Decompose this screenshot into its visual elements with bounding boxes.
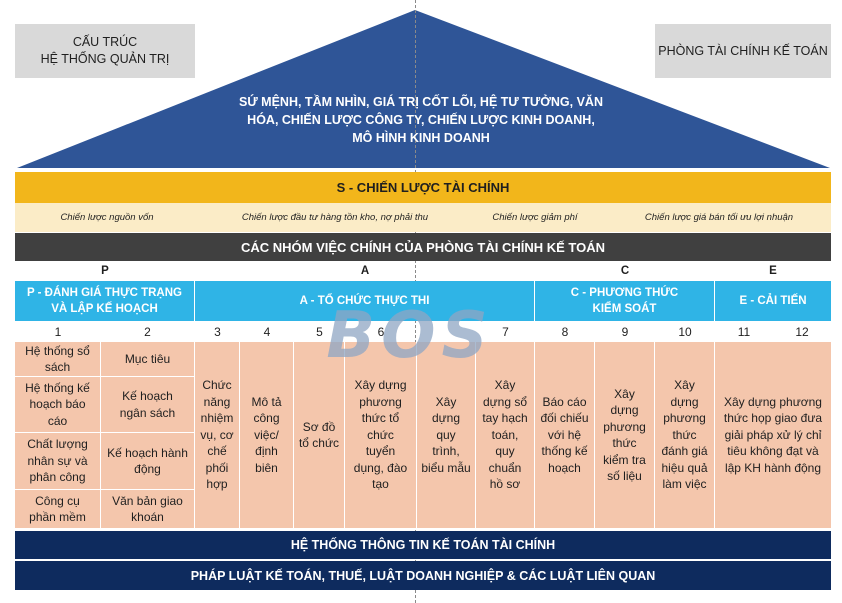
task-cell: Công cụ phần mềm [15,490,100,528]
legal-foundation-band: PHÁP LUẬT KẾ TOÁN, THUẾ, LUẬT DOANH NGHI… [15,561,831,590]
task-cell: Xây dựng phương thức kiểm tra số liệu [595,342,654,528]
task-cell: Văn bản giao khoán [101,490,194,528]
task-cell: Chức năng nhiệm vụ, cơ chế phối hợp [195,342,239,528]
task-cell: Xây dựng phương thức họp giao đưa giải p… [715,342,831,528]
letter-a: A [360,265,370,277]
roof-shape [17,10,830,168]
category-plan: P - ĐÁNH GIÁ THỰC TRẠNG VÀ LẬP KẾ HOẠCH [15,281,194,321]
finance-department-box: PHÒNG TÀI CHÍNH KẾ TOÁN [655,24,831,78]
letter-c: C [620,265,630,277]
bos-watermark-logo: BOS [326,299,494,373]
task-cell: Chất lượng nhân sự và phân công [15,433,100,489]
column-number: 9 [621,325,629,339]
work-groups-title: CÁC NHÓM VIỆC CHÍNH CỦA PHÒNG TÀI CHÍNH … [15,233,831,261]
task-cell: Báo cáo đối chiếu với hệ thống kế hoạch [535,342,594,528]
category-execute: A - TỔ CHỨC THỰC THI [195,281,534,321]
accounting-info-system-band: HỆ THỐNG THÔNG TIN KẾ TOÁN TÀI CHÍNH [15,531,831,559]
strategy-item: Chiến lược giá bán tối ưu lợi nhuận [644,212,794,223]
task-cell: Sơ đồ tổ chức [294,342,344,528]
column-number: 5 [316,325,323,339]
column-number: 1 [54,325,62,339]
category-control: C - PHƯƠNG THỨC KIỂM SOÁT [535,281,714,321]
column-number: 11 [737,325,751,339]
strategy-item: Chiến lược nguồn vốn [60,212,154,223]
strategy-items-band [15,203,831,232]
task-cell: Xây dựng sổ tay hạch toán, quy chuẩn hồ … [476,342,534,528]
task-cell: Xây dựng phương thức đánh giá hiệu quả l… [655,342,714,528]
task-cell: Hệ thống kế hoạch báo cáo [15,377,100,432]
letter-p: P [101,265,109,277]
task-cell: Kế hoạch ngân sách [101,377,194,432]
column-number: 12 [795,325,809,339]
column-number: 10 [678,325,692,339]
task-cell: Mục tiêu [101,342,194,376]
column-number: 4 [263,325,271,339]
column-number: 6 [377,325,385,339]
column-number: 2 [144,325,151,339]
strategy-item: Chiến lược giảm phí [492,212,578,223]
task-cell: Xây dựng phương thức tổ chức tuyển dụng,… [345,342,416,528]
task-cell: Xây dựng quy trình, biểu mẫu [417,342,475,528]
task-cell: Mô tả công việc/ định biên [240,342,293,528]
task-cell: Hệ thống sổ sách [15,342,100,376]
roof-text: SỨ MỆNH, TẦM NHÌN, GIÁ TRỊ CỐT LÕI, HỆ T… [239,95,603,145]
column-number: 8 [561,325,569,339]
governance-structure-box: CẤU TRÚC HỆ THỐNG QUẢN TRỊ [15,24,195,78]
task-cell: Kế hoạch hành động [101,433,194,489]
column-number: 7 [502,325,509,339]
strategy-item: Chiến lược đầu tư hàng tồn kho, nợ phải … [241,212,429,223]
strategy-title: S - CHIẾN LƯỢC TÀI CHÍNH [15,172,831,203]
category-improve: E - CẢI TIẾN [715,281,831,321]
letter-e: E [769,265,777,277]
column-number: 3 [214,325,221,339]
